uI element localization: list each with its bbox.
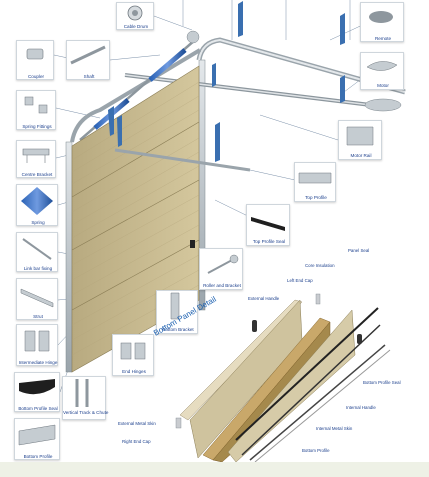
top-seal-icon (251, 217, 285, 231)
coupler-tile: Coupler (16, 40, 54, 80)
bottom-bracket-label: Bottom Bracket (162, 327, 194, 332)
roller-icon (207, 254, 239, 274)
cable-drum-tile: Cable Drum (116, 2, 154, 30)
strut-label: Strut (33, 314, 43, 319)
top-profile-seal-label: Top Profile Seal (252, 239, 286, 244)
bottom-profile-icon (18, 424, 56, 446)
cable-drum-label: Cable Drum (123, 24, 149, 29)
spring-icon (21, 187, 53, 215)
centre-bracket-label: Centre Bracket (21, 172, 53, 177)
bottom-profile-seal-tile: Bottom Profile Seal (14, 372, 60, 412)
coupler-label: Coupler (27, 74, 45, 79)
bottom-profile-label: Bottom Profile (23, 454, 53, 459)
top-profile-seal-tile: Top Profile Seal (246, 204, 290, 246)
internal-metal-skin-label: Internal Metal Skin (316, 426, 353, 431)
link-bar-icon (22, 238, 52, 260)
hinge-icon (24, 330, 50, 352)
remote-icon (369, 11, 393, 23)
bottom-profile-seal-detail-label: Bottom Profile Seal (363, 380, 401, 385)
roller-and-bracket-tile: Roller and Bracket (199, 248, 243, 290)
roller-and-bracket-label: Roller and Bracket (203, 283, 241, 288)
intermediate-hinge-label: Intermediate Hinge (18, 360, 58, 365)
vertical-track-tile: Vertical Track & Chute (62, 376, 109, 420)
bottom-bracket-tile: Bottom Bracket (156, 290, 198, 334)
vertical-track-label: Vertical Track & Chute (63, 410, 109, 415)
panel-seal-label: Panel Seal (348, 248, 370, 253)
centre-bracket-tile: Centre Bracket (16, 140, 56, 178)
top-profile-label: Top Profile (305, 195, 327, 200)
external-handle-label: External Handle (248, 296, 280, 301)
shaft-icon (70, 45, 106, 65)
spring-tile: Spring (16, 184, 58, 226)
bottom-profile-detail-label: Bottom Profile (302, 448, 330, 453)
bottom-profile-seal-label: Bottom Profile Seal (18, 406, 58, 411)
vertical-track-icon (75, 379, 89, 407)
remote-tile: Remote (360, 2, 404, 42)
remote-label: Remote (374, 36, 392, 41)
left-end-cap-label: Left End Cap (287, 278, 313, 283)
centre-bracket-icon (22, 148, 50, 163)
motor-tile: Motor (360, 52, 404, 90)
spring-fittings-tile: Spring Fittings (16, 90, 56, 130)
footer-band (0, 462, 429, 477)
end-hinges-label: End Hinges (122, 369, 146, 374)
spring-fittings-icon (24, 96, 48, 114)
motor-rail-label: Motor Rail (350, 153, 372, 158)
internal-handle-label: Internal Handle (346, 405, 376, 410)
cable-drum-icon (127, 5, 143, 21)
strut-tile: Strut (16, 278, 58, 320)
end-hinges-icon (120, 342, 146, 360)
intermediate-hinge-tile: Intermediate Hinge (16, 324, 58, 366)
shaft-label: Shaft (83, 74, 95, 79)
core-insulation-label: Core Insulation (305, 263, 335, 268)
motor-rail-icon (346, 126, 374, 146)
link-bar-fixing-tile: Link bar fixing (16, 232, 58, 272)
strut-icon (20, 288, 54, 308)
bottom-bracket-icon (170, 292, 180, 320)
top-profile-tile: Top Profile (294, 162, 336, 202)
top-profile-icon (298, 172, 332, 184)
end-hinges-tile: End Hinges (112, 334, 154, 376)
link-bar-fixing-label: Link bar fixing (23, 266, 53, 271)
motor-icon (366, 61, 398, 71)
spring-label: Spring (31, 220, 45, 225)
external-metal-skin-label: External Metal Skin (118, 421, 156, 426)
right-end-cap-label: Right End Cap (122, 439, 151, 444)
coupler-icon (26, 48, 44, 60)
bottom-panel-detail-drawing (175, 293, 391, 463)
motor-label: Motor (377, 83, 389, 88)
bottom-profile-tile: Bottom Profile (14, 418, 60, 460)
seal-icon (19, 379, 55, 395)
motor-rail-tile: Motor Rail (338, 120, 382, 160)
spring-fittings-label: Spring Fittings (22, 124, 52, 129)
shaft-tile: Shaft (66, 40, 110, 80)
